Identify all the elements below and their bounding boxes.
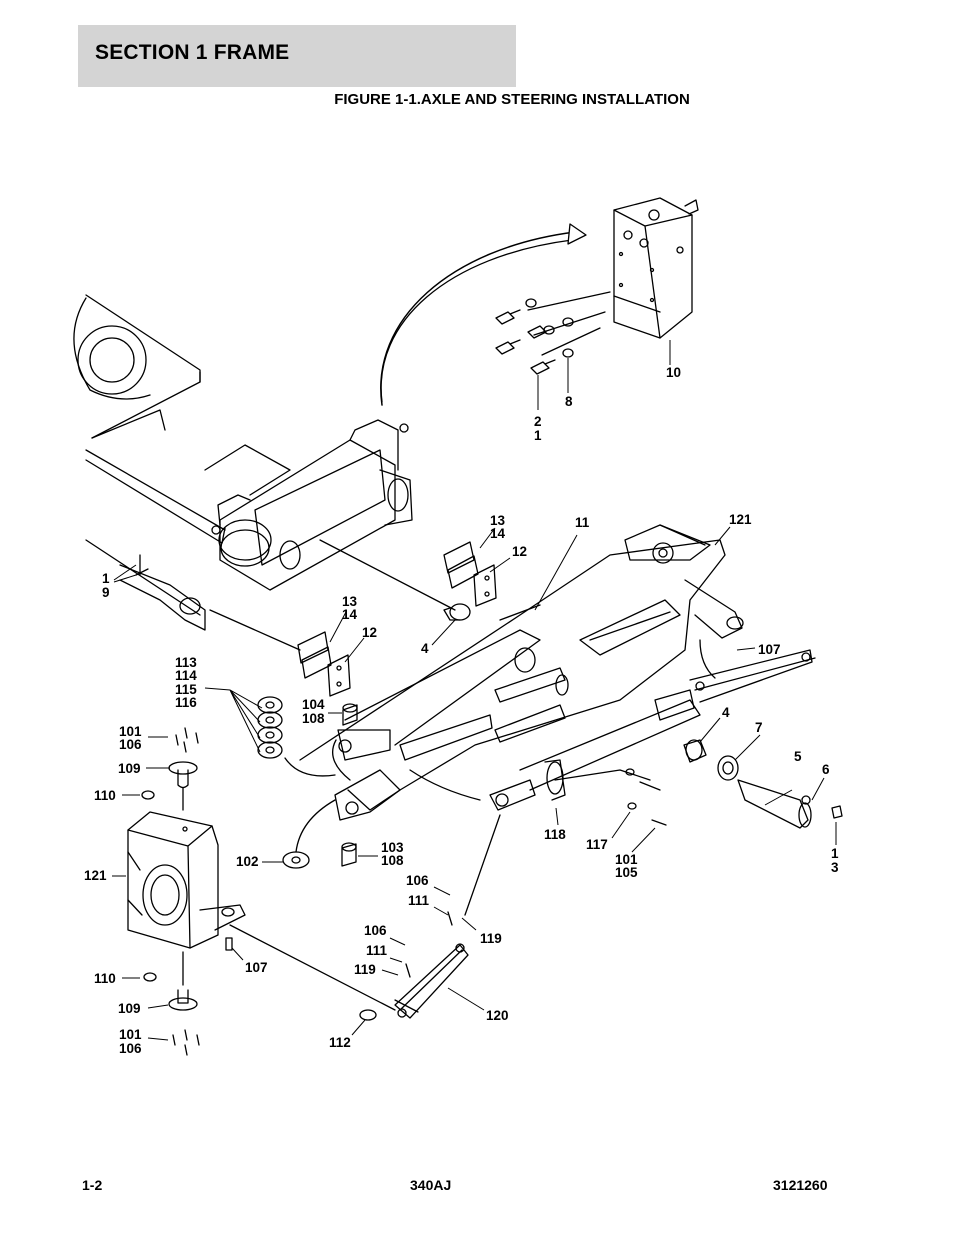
tie-rod-120	[359, 911, 469, 1021]
callout-label: 119	[480, 931, 502, 946]
callout-label: 111	[366, 943, 388, 958]
callout-label: 113	[175, 655, 197, 670]
callout-label: 5	[794, 749, 802, 764]
footer-page-number: 1-2	[82, 1177, 103, 1193]
figure-title: FIGURE 1-1.AXLE AND STEERING INSTALLATIO…	[334, 91, 690, 108]
callout-label: 108	[302, 711, 325, 726]
block-fasteners	[495, 298, 574, 375]
callout-label: 2	[534, 414, 542, 429]
callout-label: 4	[722, 705, 730, 720]
callout-label: 103	[381, 840, 404, 855]
axle-beam	[299, 524, 744, 821]
frame-weldment	[73, 294, 413, 631]
callout-label: 112	[329, 1035, 351, 1050]
spindle-121	[127, 811, 246, 949]
callout-label: 101	[119, 1027, 142, 1042]
callout-label: 119	[354, 962, 376, 977]
callout-label: 120	[486, 1008, 509, 1023]
bushing-4	[449, 603, 471, 621]
section-title: SECTION 1 FRAME	[95, 41, 290, 64]
thrust-washer-stack	[257, 696, 336, 777]
callout-label: 1	[534, 428, 542, 443]
callout-label: 110	[94, 971, 116, 986]
callout-label: 3	[831, 860, 839, 875]
callout-label: 13	[342, 594, 358, 609]
callout-label: 107	[245, 960, 268, 975]
steering-cylinder	[489, 649, 816, 811]
shim-pack-upper	[443, 541, 497, 607]
callout-label: 117	[586, 837, 608, 852]
callout-label: 12	[512, 544, 527, 559]
callout-label: 11	[575, 515, 590, 530]
callout-label: 121	[729, 512, 752, 527]
callout-label: 13	[490, 513, 506, 528]
callout-label: 121	[84, 868, 107, 883]
callout-label: 101	[119, 724, 142, 739]
callout-label: 14	[342, 607, 358, 622]
valve-block-10	[527, 197, 699, 356]
section-header: SECTION 1 FRAME	[78, 25, 516, 87]
callout-label: 9	[102, 585, 110, 600]
callout-label: 109	[118, 1001, 141, 1016]
callout-label: 114	[175, 668, 197, 683]
callout-label: 115	[175, 682, 197, 697]
callout-label: 1	[102, 571, 110, 586]
callout-label: 105	[615, 865, 638, 880]
footer-model: 340AJ	[410, 1177, 452, 1193]
callout-label: 110	[94, 788, 116, 803]
callout-label: 109	[118, 761, 141, 776]
callout-label: 111	[408, 893, 430, 908]
callout-label: 107	[758, 642, 781, 657]
callout-label: 106	[119, 1041, 142, 1056]
callout-label: 12	[362, 625, 377, 640]
callout-label: 106	[119, 737, 142, 752]
callout-label: 108	[381, 853, 404, 868]
callout-label: 106	[364, 923, 387, 938]
callout-label: 10	[666, 365, 681, 380]
callout-label: 106	[406, 873, 429, 888]
callout-label: 102	[236, 854, 259, 869]
callout-label: 1	[831, 846, 839, 861]
callout-label: 4	[421, 641, 429, 656]
footer-doc-number: 3121260	[773, 1177, 828, 1193]
callout-label: 101	[615, 852, 638, 867]
shim-pack-lower	[297, 631, 351, 697]
callout-label: 116	[175, 695, 197, 710]
callout-label: 8	[565, 394, 573, 409]
callout-label: 6	[822, 762, 830, 777]
callout-label: 118	[544, 827, 566, 842]
callout-label: 104	[302, 697, 325, 712]
callout-label: 7	[755, 720, 763, 735]
callout-label: 14	[490, 526, 506, 541]
